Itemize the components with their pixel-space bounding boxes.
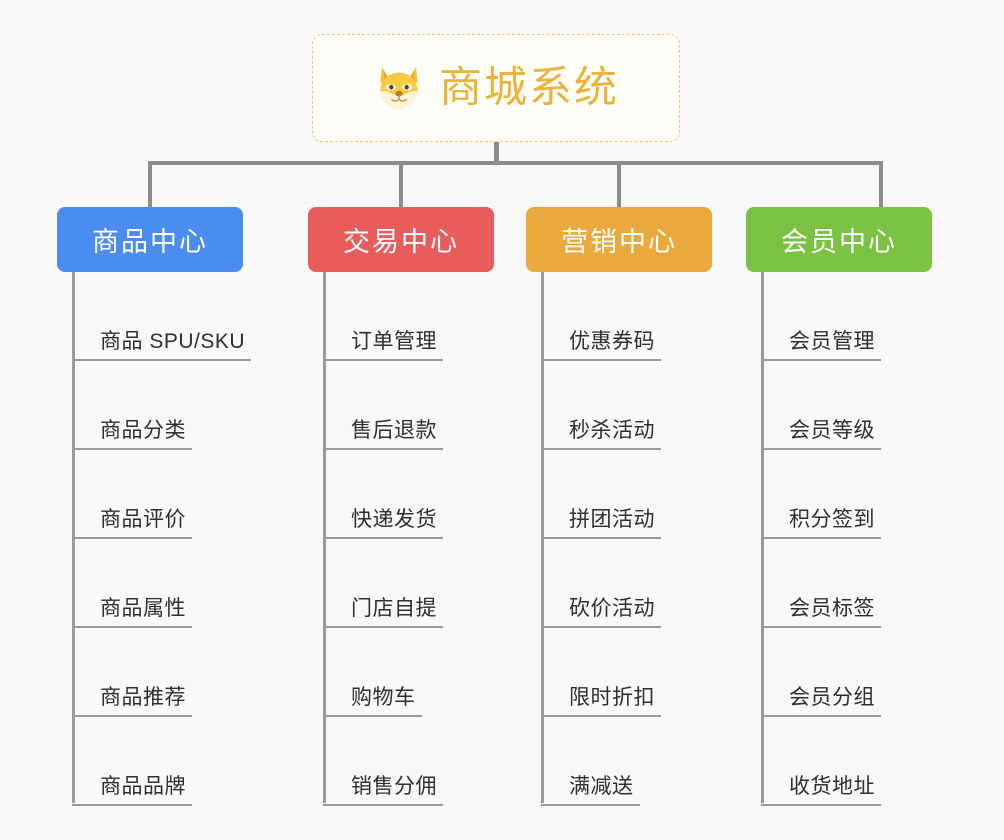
list-item[interactable]: 满减送 xyxy=(541,717,640,806)
list-item[interactable]: 收货地址 xyxy=(761,717,881,806)
leaf-label: 销售分佣 xyxy=(351,774,437,798)
branch-column-1: 商品中心 商品 SPU/SKU 商品分类 商品评价 商品属性 xyxy=(57,207,252,806)
branch-header-label-4: 会员中心 xyxy=(781,227,897,257)
leaf-underline: 限时折扣 xyxy=(541,686,661,717)
leaf-label: 会员管理 xyxy=(789,329,875,353)
leaf-underline: 商品推荐 xyxy=(72,686,192,717)
leaf-label: 会员分组 xyxy=(789,685,875,709)
list-item[interactable]: 购物车 xyxy=(323,628,422,717)
leaf-underline: 商品 SPU/SKU xyxy=(72,329,252,361)
list-item[interactable]: 会员标签 xyxy=(761,539,881,628)
branch-column-3: 营销中心 优惠券码 秒杀活动 拼团活动 砍价活动 xyxy=(526,207,712,806)
branch-column-2: 交易中心 订单管理 售后退款 快递发货 门店自提 xyxy=(308,207,494,806)
leaf-label: 售后退款 xyxy=(351,418,437,442)
list-item[interactable]: 商品品牌 xyxy=(72,717,192,806)
list-item[interactable]: 砍价活动 xyxy=(541,539,661,628)
branch-header-label-1: 商品中心 xyxy=(92,227,208,257)
list-item[interactable]: 拼团活动 xyxy=(541,450,661,539)
branch-body-4: 会员管理 会员等级 积分签到 会员标签 会员分组 xyxy=(746,272,932,806)
branch-header-1[interactable]: 商品中心 xyxy=(57,207,243,272)
branch-header-label-3: 营销中心 xyxy=(561,227,677,257)
leaf-label: 快递发货 xyxy=(351,507,437,531)
list-item[interactable]: 会员分组 xyxy=(761,628,881,717)
leaf-underline: 满减送 xyxy=(541,775,640,806)
list-item[interactable]: 积分签到 xyxy=(761,450,881,539)
leaf-underline: 售后退款 xyxy=(323,419,443,450)
branch-header-label-2: 交易中心 xyxy=(343,227,459,257)
leaf-underline: 商品评价 xyxy=(72,508,192,539)
leaf-underline: 销售分佣 xyxy=(323,775,443,806)
list-item[interactable]: 售后退款 xyxy=(323,361,443,450)
root-node[interactable]: 商城系统 xyxy=(312,34,680,142)
connector-bus xyxy=(148,161,883,165)
connector-drop-2 xyxy=(399,161,403,207)
leaf-label: 会员标签 xyxy=(789,596,875,620)
leaf-underline: 收货地址 xyxy=(761,775,881,806)
leaf-label: 商品 SPU/SKU xyxy=(100,329,246,353)
root-title: 商城系统 xyxy=(439,63,619,112)
leaf-label: 商品评价 xyxy=(100,507,186,531)
branch-header-4[interactable]: 会员中心 xyxy=(746,207,932,272)
list-item[interactable]: 优惠券码 xyxy=(541,272,661,361)
leaf-label: 购物车 xyxy=(351,685,416,709)
leaf-label: 限时折扣 xyxy=(569,685,655,709)
leaf-label: 优惠券码 xyxy=(569,329,655,353)
leaf-underline: 积分签到 xyxy=(761,508,881,539)
list-item[interactable]: 商品推荐 xyxy=(72,628,192,717)
connector-drop-3 xyxy=(617,161,621,207)
leaf-underline: 快递发货 xyxy=(323,508,443,539)
connector-root-stem xyxy=(494,142,499,164)
leaf-label: 收货地址 xyxy=(789,774,875,798)
branch-body-1: 商品 SPU/SKU 商品分类 商品评价 商品属性 商品推荐 xyxy=(57,272,252,806)
list-item[interactable]: 订单管理 xyxy=(323,272,443,361)
list-item[interactable]: 商品 SPU/SKU xyxy=(72,272,252,361)
list-item[interactable]: 秒杀活动 xyxy=(541,361,661,450)
shiba-dog-icon xyxy=(373,62,425,114)
leaf-label: 商品品牌 xyxy=(100,774,186,798)
leaf-underline: 会员标签 xyxy=(761,597,881,628)
list-item[interactable]: 商品评价 xyxy=(72,450,192,539)
leaf-label: 秒杀活动 xyxy=(569,418,655,442)
leaf-underline: 砍价活动 xyxy=(541,597,661,628)
list-item[interactable]: 门店自提 xyxy=(323,539,443,628)
leaf-label: 门店自提 xyxy=(351,596,437,620)
list-item[interactable]: 限时折扣 xyxy=(541,628,661,717)
list-item[interactable]: 商品分类 xyxy=(72,361,192,450)
leaf-underline: 商品分类 xyxy=(72,419,192,450)
leaf-label: 订单管理 xyxy=(351,329,437,353)
leaf-underline: 商品属性 xyxy=(72,597,192,628)
leaf-underline: 拼团活动 xyxy=(541,508,661,539)
leaf-label: 会员等级 xyxy=(789,418,875,442)
leaf-label: 商品属性 xyxy=(100,596,186,620)
leaf-underline: 购物车 xyxy=(323,686,422,717)
leaf-underline: 门店自提 xyxy=(323,597,443,628)
list-item[interactable]: 会员等级 xyxy=(761,361,881,450)
branch-header-2[interactable]: 交易中心 xyxy=(308,207,494,272)
connector-drop-4 xyxy=(879,161,883,207)
leaf-underline: 会员等级 xyxy=(761,419,881,450)
leaf-underline: 订单管理 xyxy=(323,330,443,361)
list-item[interactable]: 快递发货 xyxy=(323,450,443,539)
branch-body-3: 优惠券码 秒杀活动 拼团活动 砍价活动 限时折扣 xyxy=(526,272,712,806)
leaf-underline: 秒杀活动 xyxy=(541,419,661,450)
connector-drop-1 xyxy=(148,161,152,207)
branch-header-3[interactable]: 营销中心 xyxy=(526,207,712,272)
leaf-underline: 优惠券码 xyxy=(541,330,661,361)
leaf-label: 商品分类 xyxy=(100,418,186,442)
leaf-label: 满减送 xyxy=(569,774,634,798)
leaf-underline: 会员管理 xyxy=(761,330,881,361)
branch-column-4: 会员中心 会员管理 会员等级 积分签到 会员标签 xyxy=(746,207,932,806)
list-item[interactable]: 商品属性 xyxy=(72,539,192,628)
leaf-underline: 会员分组 xyxy=(761,686,881,717)
list-item[interactable]: 会员管理 xyxy=(761,272,881,361)
leaf-label: 积分签到 xyxy=(789,507,875,531)
leaf-label: 砍价活动 xyxy=(569,596,655,620)
branch-body-2: 订单管理 售后退款 快递发货 门店自提 购物车 xyxy=(308,272,494,806)
list-item[interactable]: 销售分佣 xyxy=(323,717,443,806)
leaf-label: 拼团活动 xyxy=(569,507,655,531)
leaf-underline: 商品品牌 xyxy=(72,775,192,806)
leaf-label: 商品推荐 xyxy=(100,685,186,709)
